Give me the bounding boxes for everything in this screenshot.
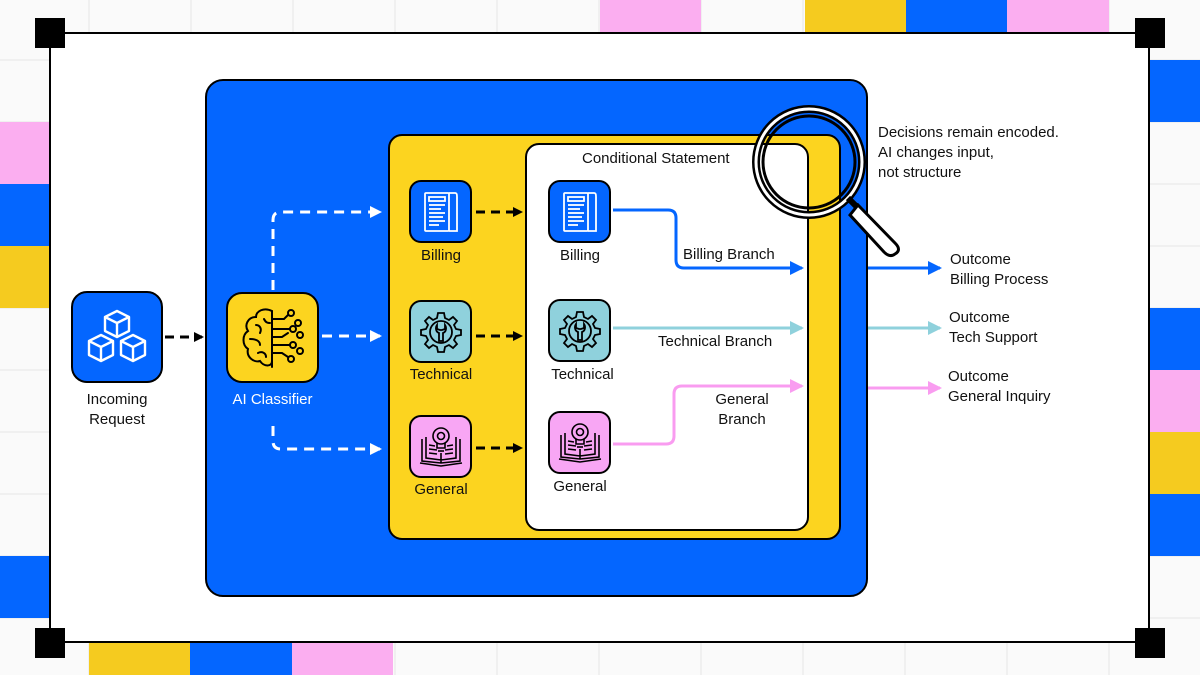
- branch-label-technical: Technical Branch: [658, 333, 773, 350]
- outcome-technical: Outcome Tech Support: [949, 308, 1037, 348]
- outcome-general: Outcome General Inquiry: [948, 367, 1051, 407]
- category-label-technical: Technical: [409, 366, 473, 383]
- bg-tile: [600, 0, 701, 32]
- bg-tile: [190, 643, 292, 675]
- branch-label-general-line1: General: [715, 391, 769, 408]
- annotation-note: Decisions remain encoded. AI changes inp…: [878, 123, 1059, 183]
- outcome-billing-line2: Billing Process: [950, 271, 1049, 288]
- branch-label-general-line2: Branch: [718, 411, 766, 428]
- note-line2: AI changes input,: [878, 144, 994, 161]
- outcome-technical-line1: Outcome: [949, 309, 1010, 326]
- document-icon: [562, 191, 597, 232]
- outcome-billing-line1: Outcome: [950, 251, 1011, 268]
- conditional-label-technical: Technical: [551, 366, 614, 383]
- incoming-request-label-line1: Incoming: [86, 391, 148, 408]
- ai-classifier-node: [226, 292, 319, 383]
- bg-tile: [1150, 308, 1200, 370]
- incoming-request-label-line2: Request: [89, 411, 145, 428]
- note-line1: Decisions remain encoded.: [878, 124, 1059, 141]
- outcome-billing: Outcome Billing Process: [950, 250, 1048, 290]
- frame-corner-handle[interactable]: [35, 628, 65, 658]
- frame-corner-handle[interactable]: [35, 18, 65, 48]
- category-node-general: [409, 415, 472, 478]
- category-label-billing: Billing: [420, 247, 462, 264]
- bg-tile: [0, 184, 49, 246]
- bg-tile: [0, 556, 49, 618]
- conditional-node-general: [548, 411, 611, 474]
- category-node-technical: [409, 300, 472, 363]
- outcome-general-line2: General Inquiry: [948, 388, 1051, 405]
- bg-tile: [1007, 0, 1109, 32]
- ai-classifier-label: AI Classifier: [232, 391, 313, 408]
- bg-tile: [89, 643, 190, 675]
- bg-tile: [292, 643, 393, 675]
- conditional-statement-title: Conditional Statement: [582, 150, 730, 167]
- frame-corner-handle[interactable]: [1135, 628, 1165, 658]
- bg-tile: [906, 0, 1007, 32]
- category-label-general: General: [414, 481, 468, 498]
- conditional-node-billing: [548, 180, 611, 243]
- bg-tile: [805, 0, 906, 32]
- brain-circuit-icon: [242, 307, 304, 368]
- conditional-node-technical: [548, 299, 611, 362]
- note-line3: not structure: [878, 164, 962, 181]
- gear-wrench-icon: [419, 311, 462, 353]
- cubes-icon: [87, 309, 147, 363]
- outcome-technical-line2: Tech Support: [949, 329, 1038, 346]
- bg-tile: [1150, 60, 1200, 122]
- document-icon: [423, 191, 458, 232]
- frame-corner-handle[interactable]: [1135, 18, 1165, 48]
- bg-tile: [1150, 494, 1200, 556]
- gear-wrench-icon: [558, 310, 601, 352]
- bg-tile: [0, 122, 49, 184]
- bg-tile: [1150, 370, 1200, 432]
- book-lightbulb-icon: [419, 426, 462, 467]
- category-node-billing: [409, 180, 472, 243]
- incoming-request-node: [71, 291, 163, 383]
- branch-label-billing: Billing Branch: [683, 246, 775, 263]
- bg-tile: [0, 246, 49, 308]
- bg-tile: [1150, 432, 1200, 494]
- conditional-label-billing: Billing: [559, 247, 601, 264]
- conditional-label-general: General: [553, 478, 607, 495]
- outcome-general-line1: Outcome: [948, 368, 1009, 385]
- book-lightbulb-icon: [558, 422, 601, 463]
